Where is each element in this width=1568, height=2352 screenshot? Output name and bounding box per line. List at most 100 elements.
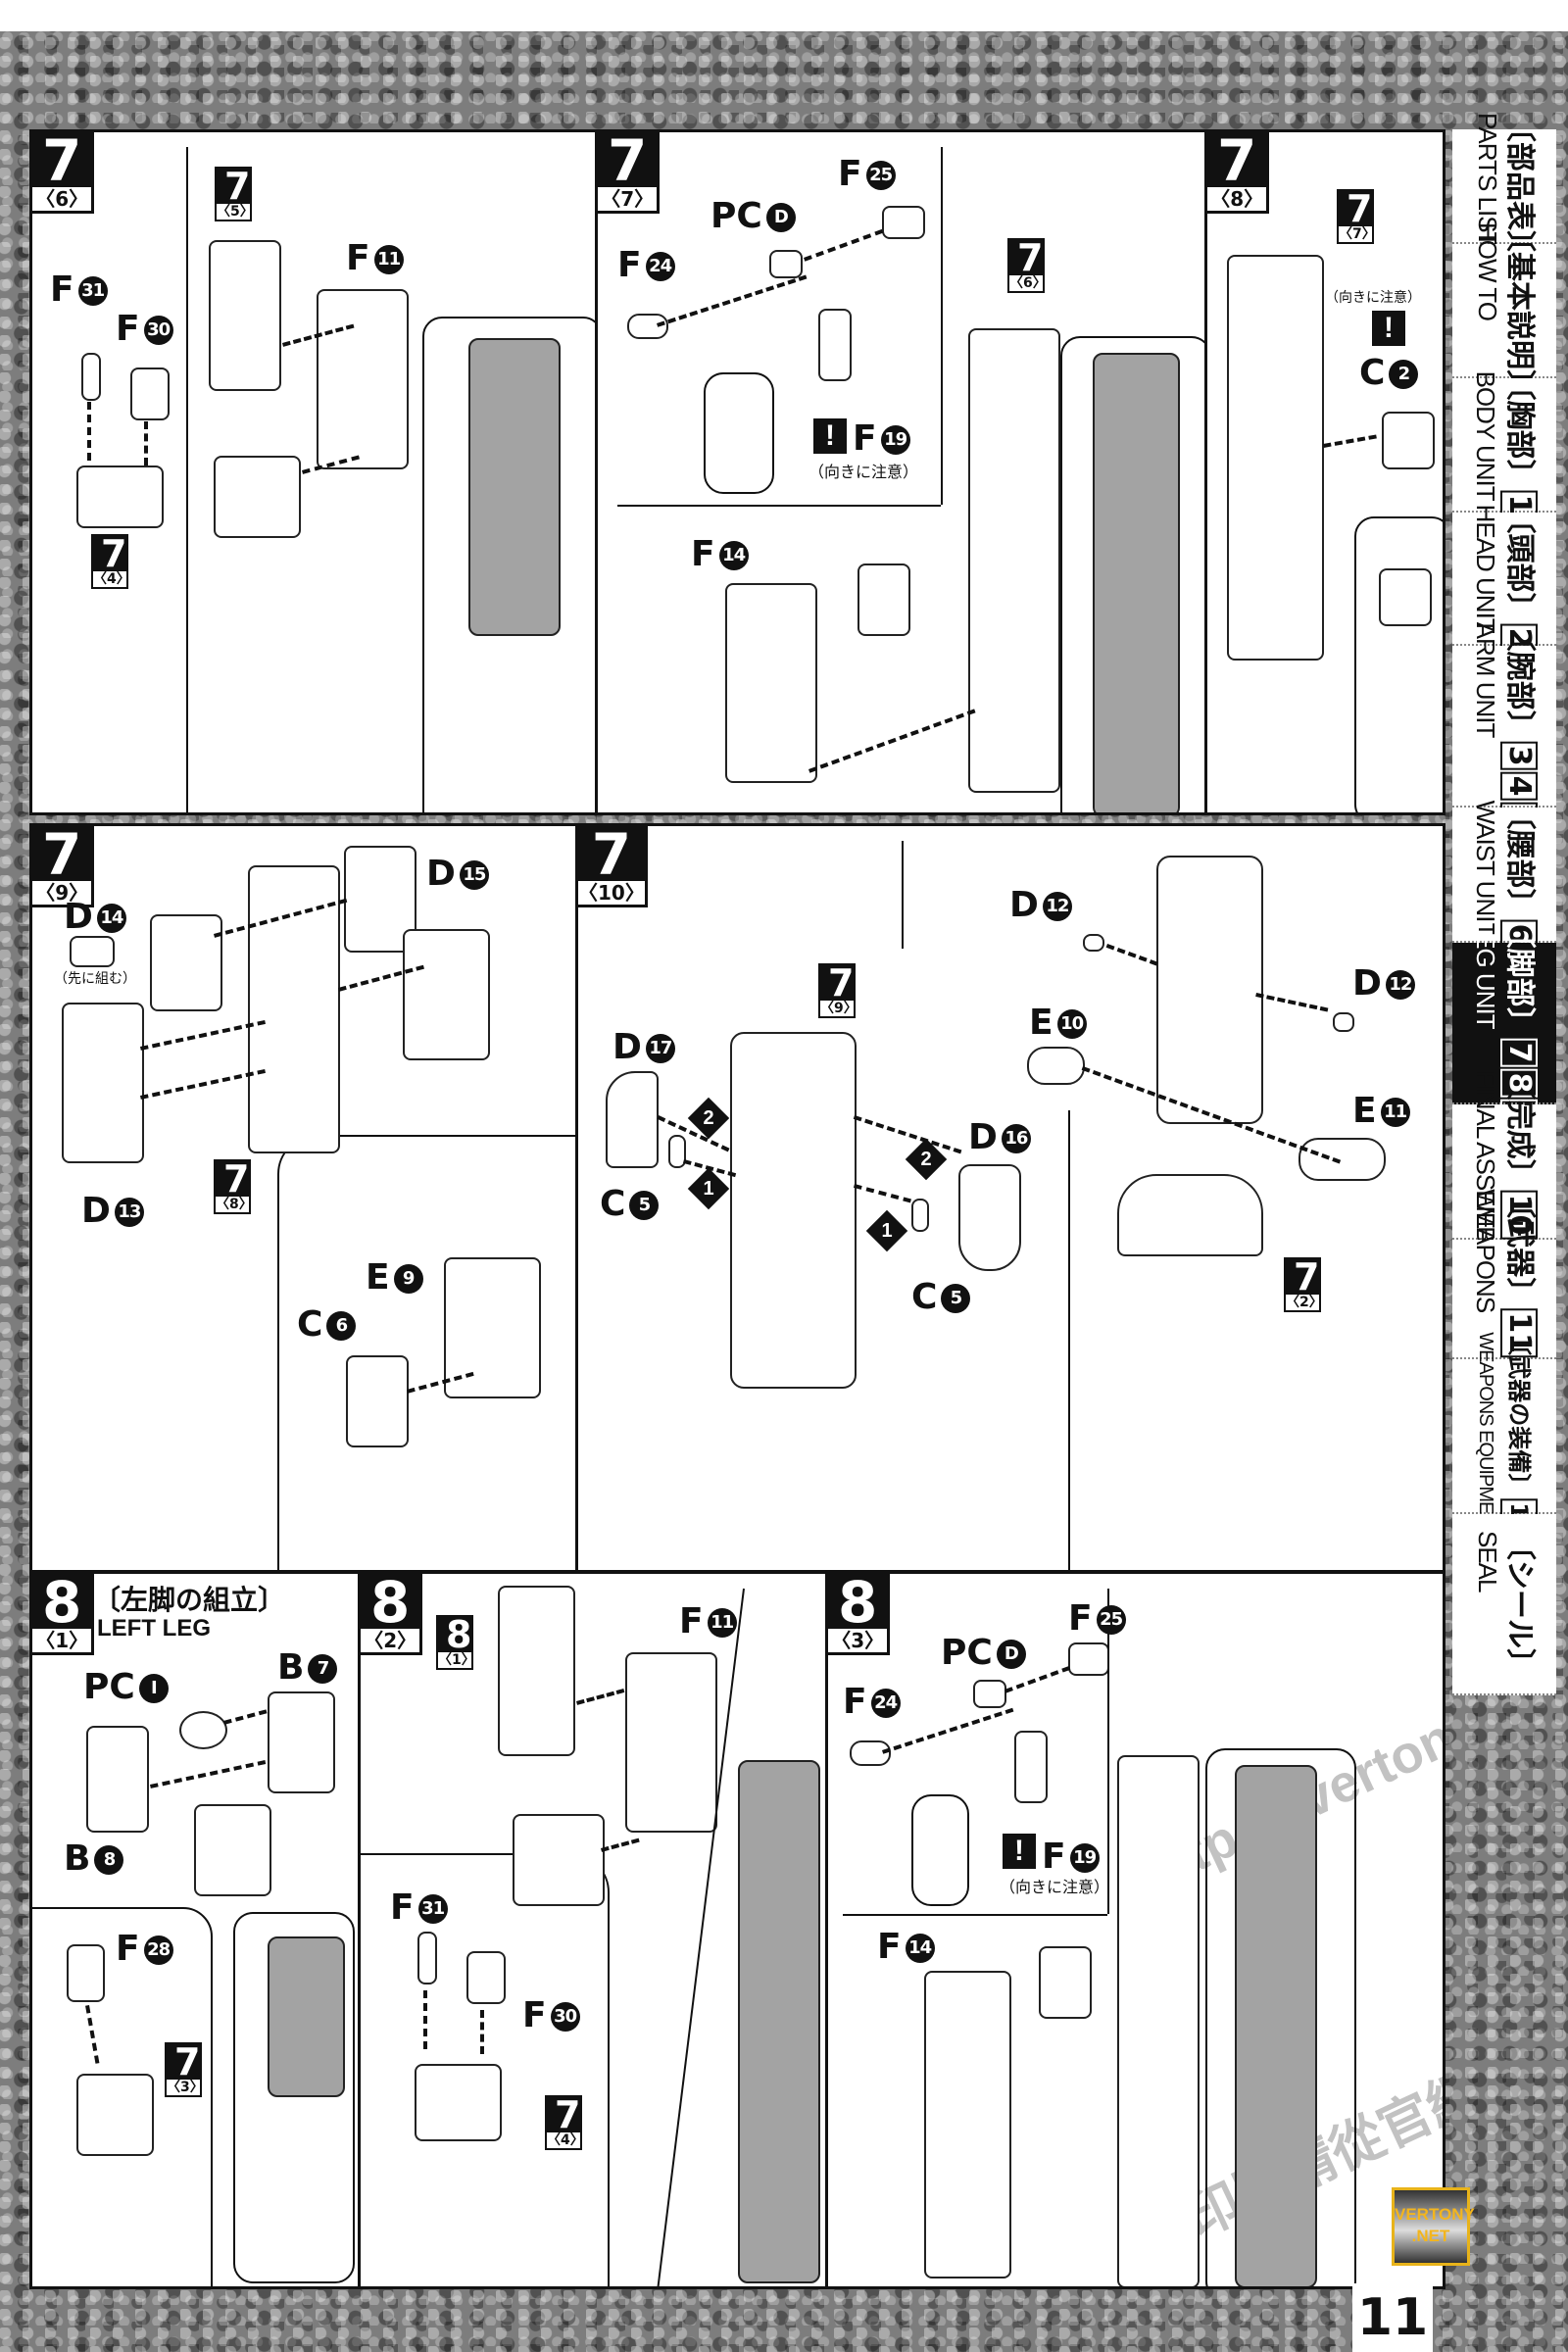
ref-badge-7-4: 7〈4〉 — [545, 2093, 584, 2150]
tab-how-to[interactable]: 〔基本説明〕HOW TO — [1452, 222, 1556, 399]
ref-badge-7-8: 7〈8〉 — [214, 1157, 253, 1214]
part-f30-piston — [130, 368, 170, 420]
completed-view-box — [1060, 336, 1204, 812]
divider — [843, 1914, 1107, 1916]
assembly-arrow — [1105, 944, 1158, 966]
assembly-arrow — [576, 1689, 625, 1705]
ref-badge-7-4: 7〈4〉 — [91, 532, 130, 589]
tab-weapons-equipment[interactable]: 〔武器の装備〕13WEAPONS EQUIPMENT — [1452, 1332, 1556, 1540]
tab-leg-unit[interactable]: 〔脚部〕789LEG UNIT — [1452, 918, 1556, 1127]
step-badge: 7〈10〉 — [578, 826, 648, 907]
part-c6-block — [346, 1355, 409, 1447]
page-number: 11 — [1352, 2283, 1433, 2352]
part-d12-right — [1333, 1012, 1354, 1032]
ref-badge-7-5: 7〈5〉 — [215, 165, 254, 221]
part-leg-assembly — [968, 328, 1060, 793]
assembly-arrow — [140, 1019, 266, 1051]
completed-view-box — [1205, 1748, 1356, 2286]
step-badge: 8〈3〉 — [828, 1574, 891, 1655]
part-b8-frame — [86, 1726, 149, 1833]
assemble-first-icon — [70, 936, 115, 967]
step-badge: 8〈1〉 — [32, 1574, 95, 1655]
orientation-callout — [704, 372, 774, 494]
part-e11-heel — [1298, 1138, 1386, 1181]
part-c2-detail — [1379, 568, 1432, 626]
part-f24-link — [627, 314, 668, 339]
step-number: 7 — [32, 132, 92, 189]
caution-note: （向きに注意） — [1000, 1880, 1110, 1896]
ref-badge-8-1: 8〈1〉 — [436, 1613, 475, 1670]
part-c2-vent — [1382, 412, 1435, 469]
detail-view-box — [32, 1907, 213, 2286]
part-f11-frame — [317, 289, 409, 469]
order-badge-2: 2 — [687, 1097, 730, 1140]
order-badge-1: 1 — [687, 1167, 730, 1210]
part-d13-shin — [62, 1003, 144, 1163]
part-upper-leg — [730, 1032, 857, 1389]
completed-leg-frame — [1235, 1765, 1317, 2286]
detail-view-box — [277, 1135, 575, 1570]
assembly-arrow — [223, 1709, 268, 1725]
tab-parts-list[interactable]: 〔部品表〕PARTS LIST — [1452, 113, 1556, 260]
ref-badge-7-7: 7〈7〉 — [1337, 187, 1376, 244]
divider — [941, 147, 943, 505]
part-f14-cover — [924, 1971, 1011, 2278]
warning-icon: ! — [1003, 1834, 1036, 1869]
part-leg-assembly — [1227, 255, 1324, 661]
part-pcd-cap — [769, 250, 803, 278]
completed-leg-frame — [738, 1760, 820, 2283]
part-f14-cover — [725, 583, 817, 783]
part-f24-link — [850, 1740, 891, 1766]
part-f28-piston — [67, 1944, 105, 2002]
part-knee-block — [209, 240, 281, 391]
step-substep: 〈6〉 — [35, 187, 89, 211]
part-d17-shell — [606, 1071, 659, 1168]
ref-badge-7-2: 7〈2〉 — [1284, 1255, 1323, 1312]
assembly-arrow — [804, 228, 884, 262]
assembly-arrow — [150, 1760, 267, 1788]
part-e10-joint — [1027, 1047, 1085, 1085]
step-badge: 7〈9〉 — [32, 826, 95, 907]
completed-leg-frame — [1093, 353, 1180, 812]
assembly-arrow — [480, 2010, 484, 2054]
part-e9-frame — [444, 1257, 541, 1398]
part-d12-top — [1083, 934, 1104, 952]
part-pc1-ring — [179, 1711, 227, 1749]
tab-weapons[interactable]: 〔武器〕1112WEAPONS — [1452, 1189, 1556, 1408]
part-c5-right — [911, 1199, 929, 1232]
tab-arm-unit[interactable]: 〔腕部〕345ARM UNIT — [1452, 621, 1556, 830]
part-f19-placed — [858, 564, 910, 636]
assembly-arrow — [144, 421, 148, 466]
assembly-arrow — [140, 1068, 266, 1100]
warning-icon: ! — [813, 418, 847, 454]
vertony-logo: VERTONY.NET — [1392, 2187, 1475, 2266]
order-badge-1b: 1 — [865, 1209, 908, 1252]
divider — [617, 505, 941, 507]
tab-seal[interactable]: 〔シール〕SEAL — [1452, 1514, 1556, 1695]
part-c5-left — [668, 1135, 686, 1168]
